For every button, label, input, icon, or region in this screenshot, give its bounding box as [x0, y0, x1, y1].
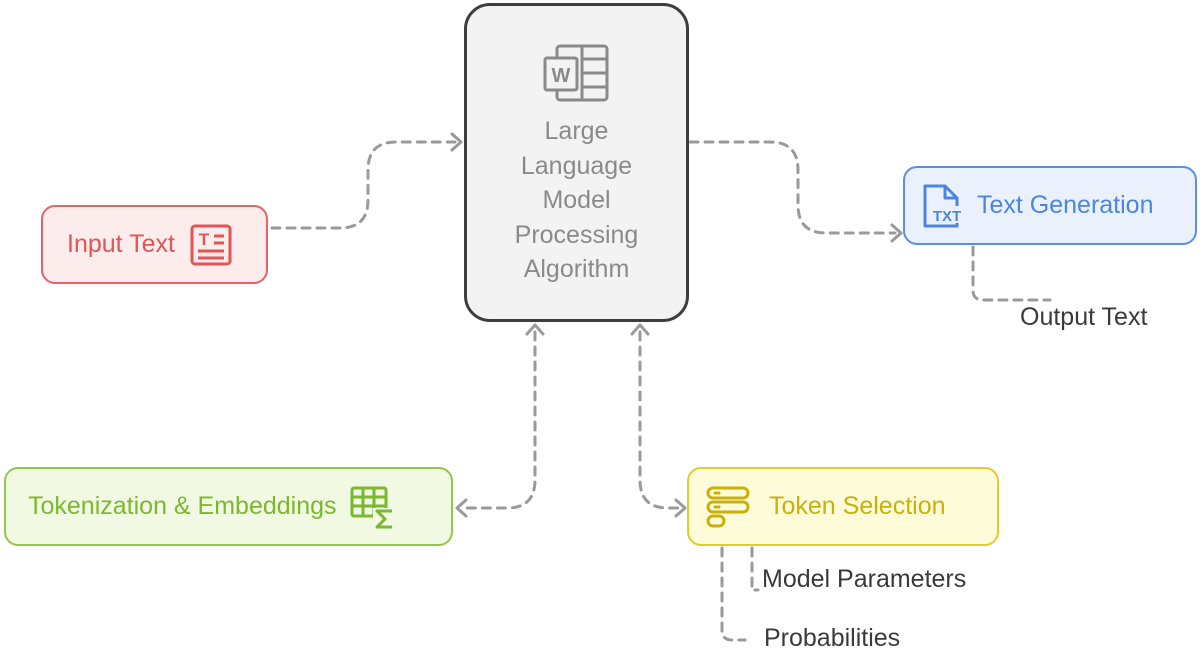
arrowhead-llm-input	[450, 132, 463, 152]
model-parameters-label: Model Parameters	[762, 565, 967, 593]
llm-label-line: Model	[542, 186, 611, 214]
connector-selection-to-probabilities	[720, 546, 747, 642]
llm-processing-node[interactable]: W Large Language Model Processing Algori…	[464, 3, 689, 322]
connector-llm-selection	[638, 330, 682, 510]
tokenization-label: Tokenization & Embeddings	[28, 492, 337, 520]
stacked-list-icon	[706, 486, 750, 527]
connector-input-to-llm	[270, 140, 457, 230]
text-document-icon: T	[190, 224, 232, 265]
txt-file-icon: TXT	[923, 184, 965, 227]
arrowhead-tokenization	[455, 498, 468, 518]
llm-label-line: Processing	[514, 220, 639, 249]
svg-text:W: W	[551, 65, 570, 87]
svg-text:TXT: TXT	[933, 208, 961, 225]
arrowhead-llm-bottom-left	[525, 323, 545, 336]
token-selection-node[interactable]: Token Selection	[687, 467, 999, 546]
connector-textgen-to-output	[971, 245, 1052, 302]
llm-label-line: Large	[544, 117, 609, 145]
word-document-icon: W	[543, 44, 608, 102]
connector-llm-tokenization	[460, 330, 537, 510]
connector-selection-to-parameters	[750, 546, 760, 592]
text-generation-node[interactable]: TXT Text Generation	[903, 166, 1197, 245]
table-sum-icon	[350, 486, 395, 530]
text-generation-label: Text Generation	[977, 191, 1154, 219]
connector-llm-to-textgen	[688, 140, 897, 235]
svg-text:T: T	[199, 230, 210, 249]
input-text-node[interactable]: Input Text T	[41, 205, 268, 284]
arrowhead-selection	[674, 498, 687, 518]
llm-label: Large Language Model Processing Algorith…	[515, 114, 639, 287]
input-text-label: Input Text	[67, 230, 175, 258]
tokenization-embeddings-node[interactable]: Tokenization & Embeddings	[4, 467, 453, 546]
arrowhead-llm-bottom-right	[630, 323, 650, 336]
llm-label-line: Language	[520, 151, 633, 180]
output-text-label: Output Text	[1020, 303, 1148, 331]
arrowhead-textgen	[890, 223, 903, 243]
token-selection-label: Token Selection	[769, 492, 946, 520]
llm-label-line: Algorithm	[523, 255, 630, 283]
probabilities-label: Probabilities	[764, 624, 901, 652]
